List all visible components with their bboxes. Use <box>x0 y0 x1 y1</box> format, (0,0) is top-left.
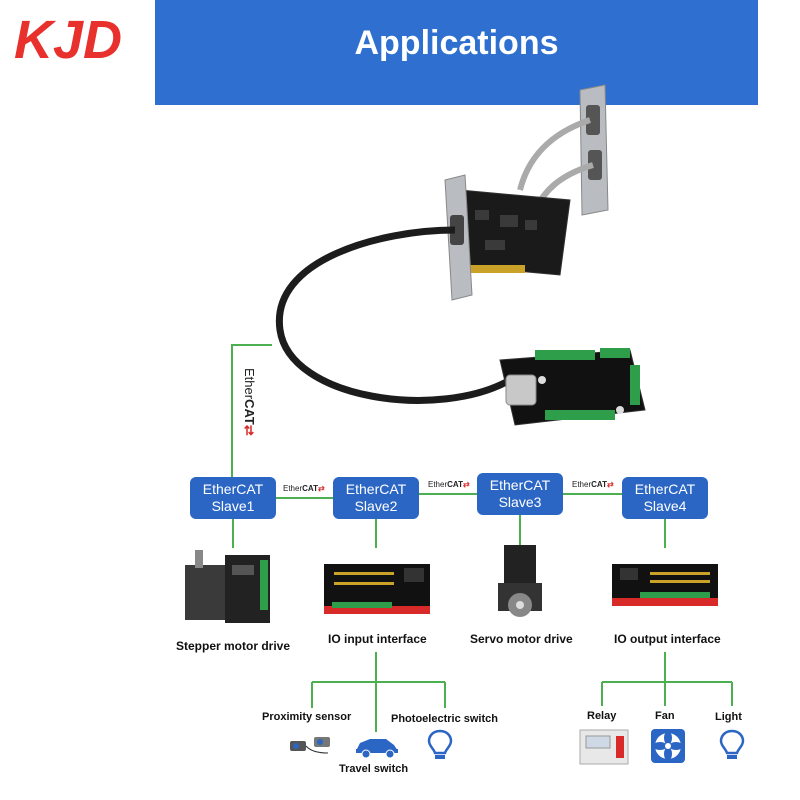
slave2-line2: Slave2 <box>354 498 398 514</box>
ethercat-link-tag-2: EtherCAT⇄ <box>428 480 470 489</box>
slave2-box: EtherCAT Slave2 <box>333 477 419 519</box>
arrow-icon: ⇄ <box>242 424 257 436</box>
caption-fan: Fan <box>655 710 675 722</box>
ethercat-link-tag-1: EtherCAT⇄ <box>283 484 325 493</box>
servo-motor-icon <box>498 545 542 617</box>
vlabel-suffix: CAT <box>242 399 257 425</box>
page-title: Applications <box>354 24 559 62</box>
vlabel-prefix: Ether <box>242 368 257 400</box>
ethercat-vertical-label: EtherCAT⇄ <box>235 360 265 470</box>
breakout-board-icon <box>499 348 646 426</box>
arrow-icon: ⇄ <box>317 484 325 493</box>
slave4-line1: EtherCAT <box>634 481 696 497</box>
caption-travel-switch: Travel switch <box>339 763 409 775</box>
arrow-icon: ⇄ <box>462 480 470 489</box>
ethercat-link-tag-3: EtherCAT⇄ <box>572 480 614 489</box>
relay-icon <box>579 729 629 765</box>
brand-logo: KJD <box>10 8 150 70</box>
slave2-line1: EtherCAT <box>345 481 407 497</box>
logo-text: KJD <box>14 10 122 70</box>
ethercat-card-illustration <box>275 84 646 426</box>
slave1-line2: Slave1 <box>211 498 255 514</box>
caption-photoelectric-switch: Photoelectric switch <box>391 713 498 725</box>
ethercat-uplink-line <box>231 344 272 477</box>
slave3-box: EtherCAT Slave3 <box>477 473 563 515</box>
serial-bracket-icon <box>579 84 609 216</box>
pcie-card-icon <box>444 174 571 301</box>
fan-icon <box>651 729 685 763</box>
io-output-board-icon <box>612 564 718 606</box>
caption-io-input: IO input interface <box>328 632 427 646</box>
bulb-icon <box>427 729 453 759</box>
cable-icon <box>275 226 512 404</box>
proximity-sensor-icon <box>290 737 330 754</box>
io-input-board-icon <box>324 564 430 614</box>
caption-io-output: IO output interface <box>614 632 721 646</box>
stepper-motor-drive-icon <box>185 550 270 623</box>
slave3-line1: EtherCAT <box>489 477 551 493</box>
slave4-line2: Slave4 <box>643 498 687 514</box>
car-icon <box>356 739 398 759</box>
header-banner: Applications <box>155 0 758 105</box>
caption-light: Light <box>715 711 742 723</box>
light-bulb-icon <box>719 729 745 759</box>
caption-servo: Servo motor drive <box>470 632 573 646</box>
slave1-line1: EtherCAT <box>202 481 264 497</box>
arrow-icon: ⇄ <box>606 480 614 489</box>
caption-proximity-sensor: Proximity sensor <box>262 711 352 723</box>
slave4-box: EtherCAT Slave4 <box>622 477 708 519</box>
caption-relay: Relay <box>587 710 617 722</box>
slave1-box: EtherCAT Slave1 <box>190 477 276 519</box>
caption-stepper: Stepper motor drive <box>176 639 291 653</box>
slave3-line2: Slave3 <box>498 494 542 510</box>
